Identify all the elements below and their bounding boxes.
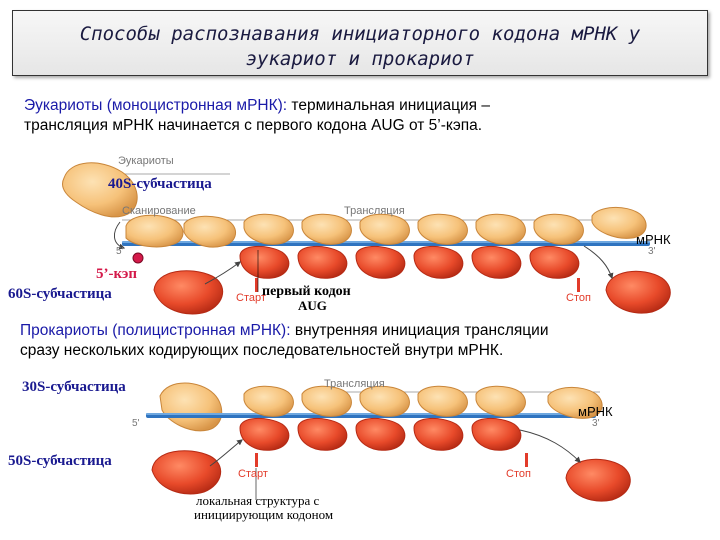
eukaryote-description-rest: терминальная инициация – <box>287 97 490 114</box>
prokaryote-start-label: Старт <box>238 468 268 480</box>
prokaryote-description-line-1: Прокариоты (полицистронная мРНК): внутре… <box>20 321 548 340</box>
arrow-40s-to-cap <box>114 221 126 250</box>
subunit-50s-label: 50S-субчастица <box>8 453 112 469</box>
free-60s-subunit <box>153 270 223 315</box>
prokaryote-five-prime: 5' <box>132 418 140 429</box>
first-codon-label-line-1: первый кодон <box>262 284 351 299</box>
released-40s-subunit <box>591 207 647 239</box>
eukaryote-mrna-label: мРНК <box>636 232 671 247</box>
title-line-2: эукариот и прокариот <box>245 48 475 70</box>
eukaryote-translation-label: Трансляция <box>344 205 405 217</box>
prokaryote-description-prefix: Прокариоты (полицистронная мРНК): <box>20 322 291 339</box>
eukaryote-stop-tick <box>577 278 580 292</box>
prokaryote-stop-label: Стоп <box>506 468 531 480</box>
eukaryote-translating-ribosomes <box>239 213 584 279</box>
prokaryote-mrna-label: мРНК <box>578 404 613 419</box>
cap-label: 5’-кэп <box>96 266 138 282</box>
eukaryote-start-label: Старт <box>236 292 266 304</box>
eukaryote-three-prime: 3' <box>648 246 656 257</box>
local-structure-label-line-1: локальная структура с <box>196 493 320 508</box>
prokaryote-translating-ribosomes <box>239 385 526 451</box>
arrow-60s-join <box>204 261 241 285</box>
title-box: Способы распознавания инициаторного кодо… <box>12 10 708 76</box>
subunit-40s-label: 40S-субчастица <box>108 176 212 192</box>
arrow-prokaryote-release <box>519 429 581 463</box>
subunit-60s-label: 60S-субчастица <box>8 286 112 302</box>
prokaryote-start-tick <box>255 453 258 467</box>
arrow-50s-join <box>209 439 243 467</box>
eukaryote-stop-label: Стоп <box>566 292 591 304</box>
arrow-release <box>583 245 614 280</box>
first-codon-label-line-2: AUG <box>298 298 327 313</box>
free-30s-subunit <box>159 382 223 432</box>
prokaryote-stop-tick <box>525 453 528 467</box>
subunit-30s-label: 30S-субчастица <box>22 379 126 395</box>
local-structure-label-line-2: инициирующим кодоном <box>194 507 334 522</box>
eukaryote-header-label: Эукариоты <box>118 155 174 167</box>
eukaryote-start-tick <box>255 278 258 292</box>
prokaryote-translation-label: Трансляция <box>324 378 385 390</box>
eukaryote-scanning-ribosome <box>125 214 237 248</box>
prokaryote-description-rest: внутренняя инициация трансляции <box>290 322 549 339</box>
prokaryote-three-prime: 3' <box>592 418 600 429</box>
eukaryote-five-prime: 5' <box>116 246 124 257</box>
eukaryote-description-line-2: трансляция мРНК начинается с первого код… <box>24 117 483 134</box>
eukaryote-description-line-1: Эукариоты (моноцистронная мРНК): термина… <box>24 96 490 115</box>
free-50s-subunit <box>151 450 221 495</box>
scanning-label: Сканирование <box>122 205 196 217</box>
released-60s-subunit <box>605 270 671 314</box>
title-line-1: Способы распознавания инициаторного кодо… <box>79 23 641 45</box>
prokaryote-description-line-2: сразу нескольких кодирующих последовател… <box>20 342 504 359</box>
free-40s-subunit <box>62 162 138 218</box>
released-50s-subunit <box>565 458 631 502</box>
released-30s-subunit <box>547 387 603 419</box>
prokaryote-mrna-highlight <box>146 413 596 415</box>
eukaryote-description-prefix: Эукариоты (моноцистронная мРНК): <box>24 97 288 114</box>
cap-marker <box>132 252 144 264</box>
